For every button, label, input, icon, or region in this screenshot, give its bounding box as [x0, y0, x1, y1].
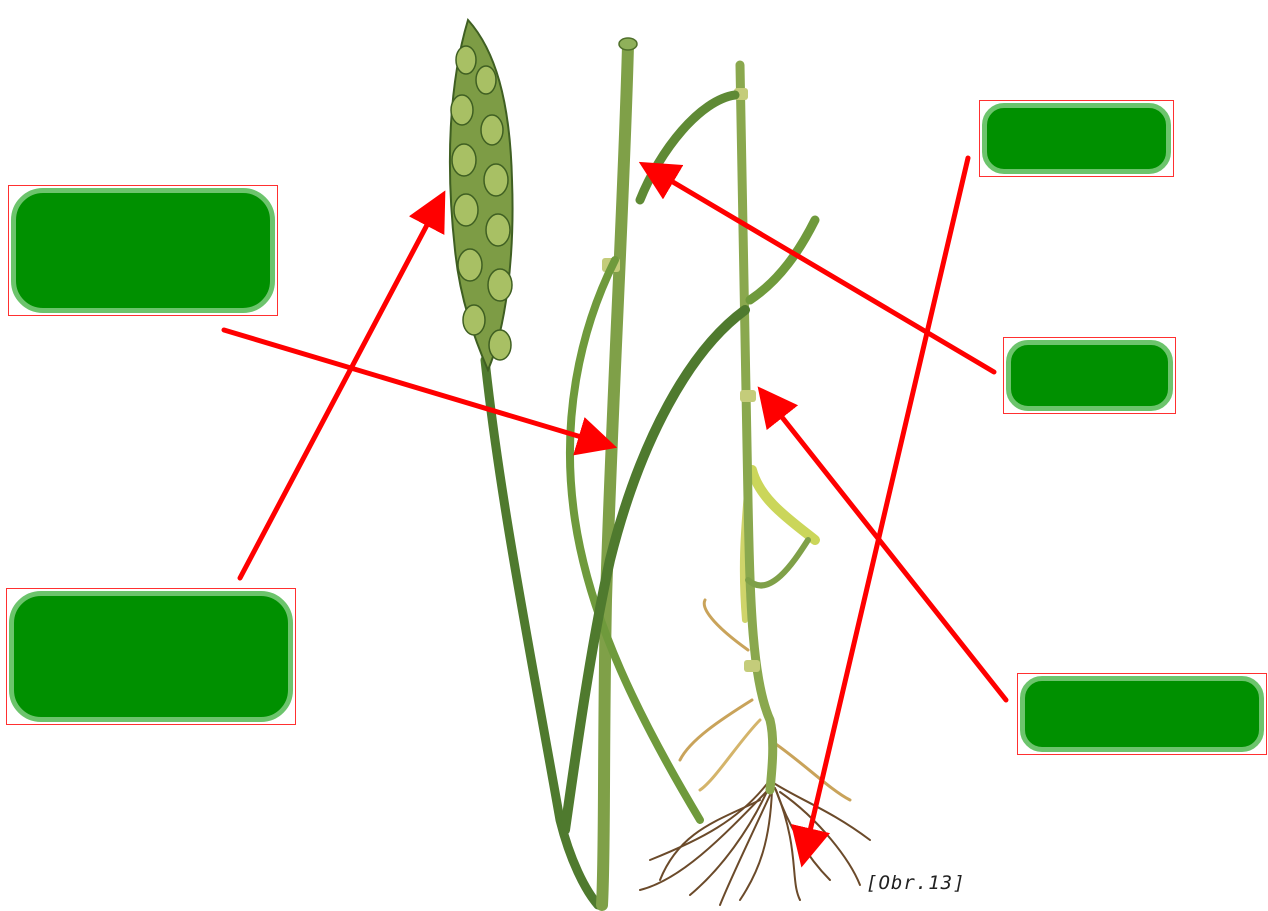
- label-slot: [11, 188, 275, 313]
- label-dropzone-right-bottom[interactable]: [1017, 673, 1267, 755]
- figure-caption: [Obr.13]: [866, 872, 966, 894]
- label-dropzone-left-bottom[interactable]: [6, 588, 296, 725]
- left-stem: [485, 360, 598, 905]
- label-slot: [1020, 676, 1264, 752]
- arrow-stem: [224, 330, 598, 442]
- label-dropzone-left-top[interactable]: [8, 185, 278, 316]
- label-slot: [982, 103, 1171, 174]
- label-dropzone-right-middle[interactable]: [1003, 337, 1176, 414]
- dry-leaves: [680, 470, 850, 800]
- arrow-roots: [806, 158, 968, 848]
- wheat-spike: [450, 20, 513, 370]
- roots: [640, 780, 870, 905]
- label-slot: [9, 591, 293, 722]
- arrow-node: [770, 402, 1006, 700]
- middle-stem: [602, 45, 628, 905]
- right-stem: [740, 65, 773, 790]
- label-slot: [1006, 340, 1173, 411]
- label-dropzone-right-top[interactable]: [979, 100, 1174, 177]
